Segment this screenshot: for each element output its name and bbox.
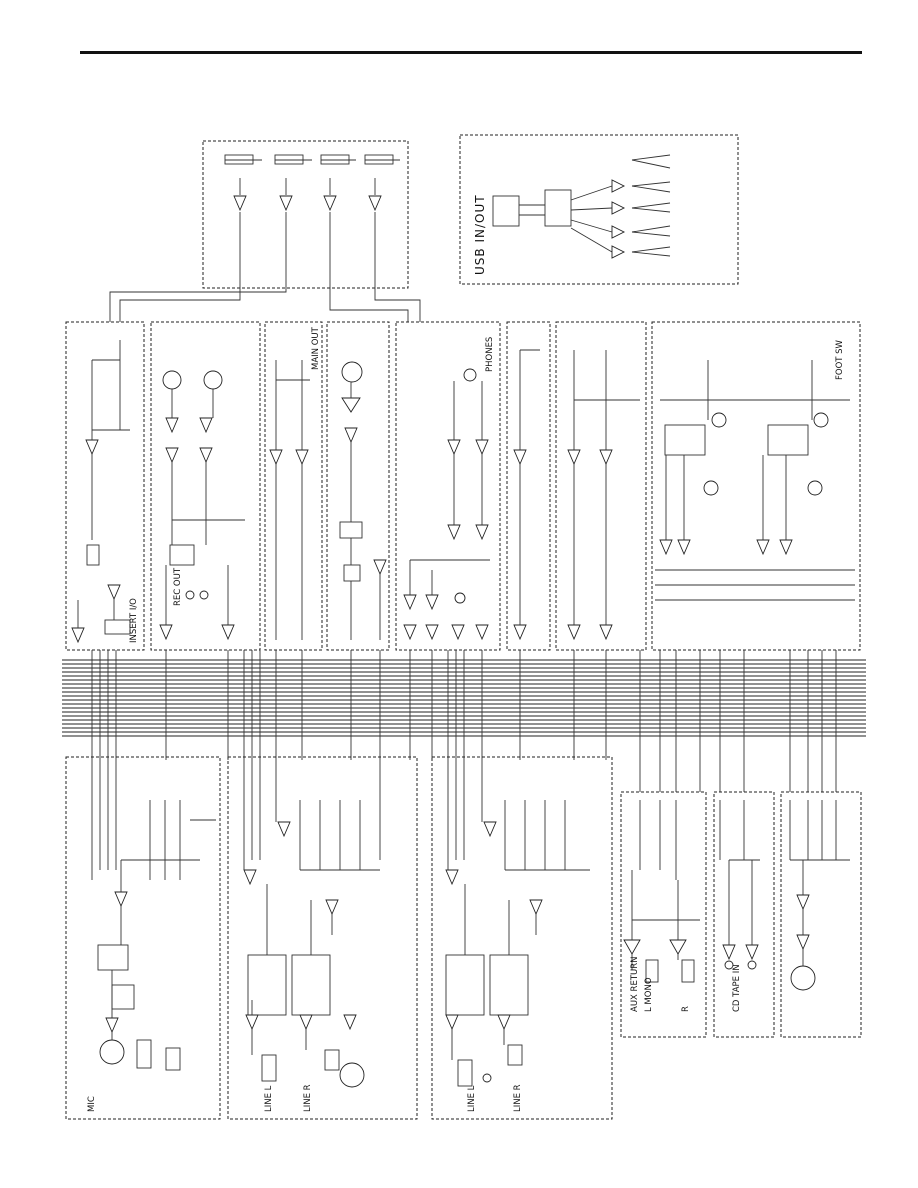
l-mono-label: L MONO — [644, 977, 654, 1012]
aux-return-label: AUX RETURN — [630, 956, 640, 1012]
r-label: R — [681, 1006, 691, 1012]
mono-out-jack-section — [326, 321, 390, 651]
line-r-label-b: LINE R — [513, 1084, 523, 1112]
mic-label-a: MIC — [87, 1096, 97, 1112]
bus-taps — [91, 650, 837, 792]
cd-tape-in-section: CD TAPE IN — [713, 791, 775, 1038]
talkback-section — [780, 791, 862, 1038]
line-l-label-a: LINE L — [264, 1085, 274, 1112]
foot-sw-label: FOOT SW — [835, 339, 845, 380]
effects-section: FOOT SW — [651, 321, 861, 651]
line-l-label-b: LINE L — [467, 1085, 477, 1112]
mic-channel-section: MIC — [65, 756, 221, 1120]
main-out-section: REC OUT — [150, 321, 261, 651]
header-rule — [80, 51, 862, 54]
usb-in-out-section: USB IN/OUT — [459, 134, 739, 285]
aux-return-section: AUX RETURN L MONO R — [620, 791, 707, 1038]
main-out-jack-section: MAIN OUT — [264, 321, 323, 651]
phones-section: PHONES — [395, 321, 501, 651]
usb-title: USB IN/OUT — [473, 194, 487, 275]
insert-io-label: INSERT I/O — [129, 598, 139, 643]
usb-meter-section — [202, 140, 409, 289]
stereo-channel-a-section: LINE L LINE R — [227, 756, 418, 1120]
rec-out-label: REC OUT — [173, 567, 183, 606]
fx-send-section — [555, 321, 647, 651]
main-out-label: MAIN OUT — [311, 326, 321, 370]
phones-label: PHONES — [485, 337, 495, 372]
line-r-label-a: LINE R — [303, 1084, 313, 1112]
meter-feed-wires — [109, 280, 421, 322]
mono-out-section: INSERT I/O — [65, 321, 145, 651]
aux-out-section — [506, 321, 551, 651]
cd-tape-in-label: CD TAPE IN — [732, 964, 742, 1012]
stereo-channel-b-section: LINE L LINE R — [431, 756, 613, 1120]
